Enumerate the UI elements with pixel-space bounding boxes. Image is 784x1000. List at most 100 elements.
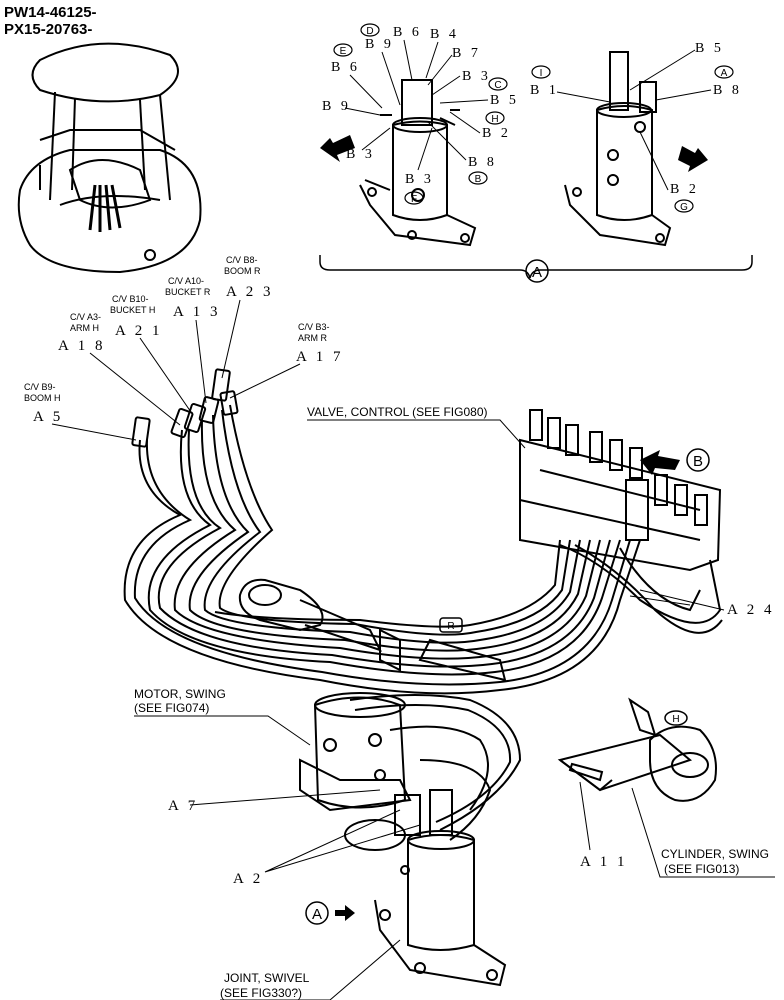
hose-code: A 1 3 xyxy=(173,304,221,320)
view-b-arrow-icon xyxy=(640,450,680,475)
hose-label-line: ARM R xyxy=(298,333,328,343)
hose-label-line: BUCKET H xyxy=(110,305,155,315)
marker-h: H xyxy=(628,697,688,737)
port-label: B 7 xyxy=(452,46,481,61)
hose-label-a13: C/V A10- BUCKET R A 1 3 xyxy=(165,276,221,320)
part-a11: A 1 1 xyxy=(580,854,628,870)
circle-label: E xyxy=(340,46,347,57)
detail-a-left-swivel xyxy=(359,79,477,247)
view-a-circle xyxy=(305,901,329,925)
cylinder-swing-callout-1: CYLINDER, SWING xyxy=(661,847,769,861)
part-a2: A 2 xyxy=(233,871,263,887)
valve-control-callout: VALVE, CONTROL (SEE FIG080) xyxy=(307,405,488,419)
port-label: B 2 xyxy=(482,126,511,141)
marker-r: R xyxy=(418,617,507,682)
swing-motor xyxy=(299,692,412,851)
cylinder-swing-callout-2: (SEE FIG013) xyxy=(664,862,739,876)
hose-label-line: C/V B10- xyxy=(112,294,149,304)
hose-label-line: C/V B9- xyxy=(24,382,56,392)
hose-leaders xyxy=(51,299,301,441)
circle-label: F xyxy=(411,194,417,205)
detail-a-right-ports: B 5 B 1 B 8 B 2 xyxy=(530,41,742,197)
part-a24-leader xyxy=(629,589,725,611)
hose-label-a17: C/V B3- ARM R A 1 7 xyxy=(296,322,344,365)
view-b-circle xyxy=(686,448,710,472)
port-label: B 8 xyxy=(713,83,742,98)
hose-code: A 2 1 xyxy=(115,323,163,339)
view-a-label: A xyxy=(312,906,322,923)
port-label: B 3 xyxy=(346,147,375,162)
port-label: B 6 xyxy=(331,60,360,75)
circle-label: B xyxy=(475,174,482,185)
detail-a-left-leaders xyxy=(344,39,489,171)
joint-swivel-leader xyxy=(220,939,401,1000)
port-label: B 2 xyxy=(670,182,699,197)
detail-a-right-swivel xyxy=(564,51,672,247)
port-label: B 9 xyxy=(365,37,394,52)
marker-r-label: R xyxy=(447,621,454,632)
detail-a-right-leaders xyxy=(556,49,712,191)
hose-bundle xyxy=(123,404,723,841)
port-label: B 3 xyxy=(405,172,434,187)
detail-a-left-ports: B 9 B 6 B 4 B 7 B 3 B 5 B 6 B 9 B 3 B 2 … xyxy=(322,25,519,187)
circle-label: H xyxy=(491,114,498,125)
motor-swing-callout-2: (SEE FIG074) xyxy=(134,701,209,715)
hose-label-line: C/V B3- xyxy=(298,322,330,332)
port-label: B 1 xyxy=(530,83,559,98)
swing-cylinder xyxy=(557,725,717,802)
part-a7-leader xyxy=(189,789,381,806)
hose-label-a21: C/V B10- BUCKET H A 2 1 xyxy=(110,294,163,339)
circle-label: I xyxy=(540,68,543,79)
hose-label-line: C/V A3- xyxy=(70,312,101,322)
hose-label-line: BOOM H xyxy=(24,393,61,403)
hose-code: A 1 7 xyxy=(296,349,344,365)
hose-fittings xyxy=(131,368,239,448)
port-label: B 5 xyxy=(490,93,519,108)
cab-thumbnail xyxy=(17,42,202,274)
port-label: B 8 xyxy=(468,155,497,170)
hose-label-a5: C/V B9- BOOM H A 5 xyxy=(24,382,63,425)
hose-code: A 2 3 xyxy=(226,284,274,300)
valve-control-leader xyxy=(307,419,526,449)
hose-label-a23: C/V B8- BOOM R A 2 3 xyxy=(224,255,274,300)
motor-swing-callout-1: MOTOR, SWING xyxy=(134,687,226,701)
port-label: B 4 xyxy=(430,27,459,42)
view-arrow-left-icon xyxy=(320,135,355,162)
hose-label-line: BOOM R xyxy=(224,266,261,276)
hose-code: A 1 8 xyxy=(58,338,106,354)
detail-a-bracket xyxy=(319,255,753,279)
port-label: B 6 xyxy=(393,25,422,40)
part-a7: A 7 xyxy=(168,798,198,814)
detail-a-bracket-circle xyxy=(525,259,549,283)
hose-label-line: BUCKET R xyxy=(165,287,211,297)
port-label: B 5 xyxy=(695,41,724,56)
motor-swing-leader xyxy=(134,715,311,746)
joint-swivel-callout-2: (SEE FIG330?) xyxy=(220,986,302,1000)
circle-label: G xyxy=(680,202,688,213)
hose-label-line: ARM H xyxy=(70,323,99,333)
part-a2-leaders xyxy=(264,809,421,873)
circle-label: A xyxy=(721,68,728,79)
detail-a-bracket-label: A xyxy=(532,264,542,281)
joint-swivel-callout-1: JOINT, SWIVEL xyxy=(224,971,310,985)
port-label: B 9 xyxy=(322,99,351,114)
boom-frame xyxy=(238,578,401,672)
circle-label: C xyxy=(494,80,501,91)
serial-line-1: PW14-46125- xyxy=(4,4,97,21)
serial-line-2: PX15-20763- xyxy=(4,21,92,38)
marker-h-label: H xyxy=(672,714,679,725)
port-label: B 3 xyxy=(462,69,491,84)
detail-a-circles: D E C H B F I A G xyxy=(333,23,734,213)
cylinder-swing-leader xyxy=(631,787,775,878)
control-valve xyxy=(519,409,722,572)
part-a24: A 2 4 xyxy=(727,602,775,618)
circle-label: D xyxy=(366,26,373,37)
hose-label-a18: C/V A3- ARM H A 1 8 xyxy=(58,312,106,354)
part-a11-leader xyxy=(579,781,591,851)
view-a-arrow-icon xyxy=(335,905,355,921)
view-arrow-right-icon xyxy=(678,146,708,172)
hose-label-line: C/V A10- xyxy=(168,276,204,286)
hose-code: A 5 xyxy=(33,409,63,425)
